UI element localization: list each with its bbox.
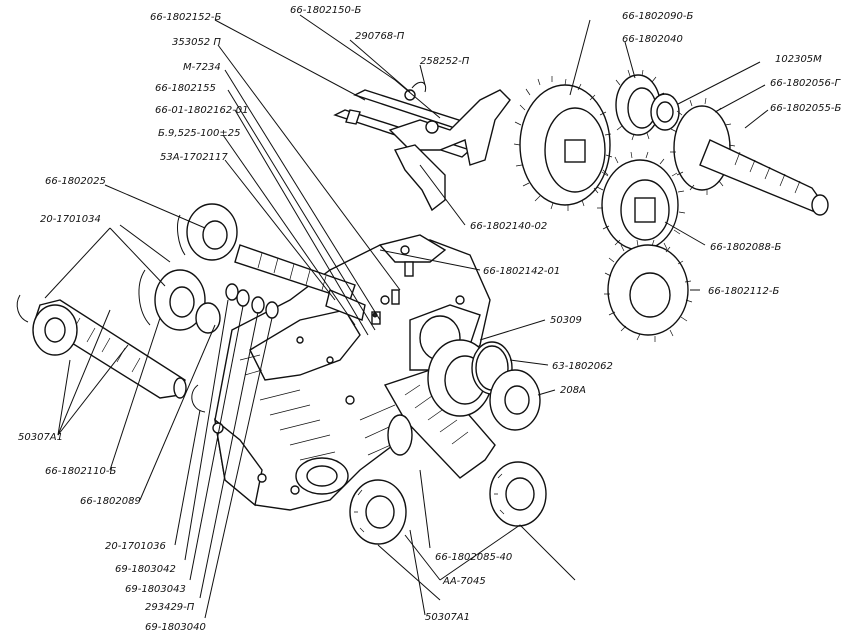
label-353052: 353052 П <box>172 37 221 48</box>
label-66-1802152: 66-1802152-Б <box>150 12 221 23</box>
bearing-208a <box>489 369 541 431</box>
label-50307a1-bottom: 50307А1 <box>425 612 470 623</box>
label-102305m: 102305М <box>775 54 822 65</box>
shift-forks <box>333 81 511 212</box>
label-66-1802088: 66-1802088-Б <box>710 242 781 253</box>
bearing-102305m <box>650 93 680 131</box>
label-208a: 208А <box>560 385 586 396</box>
gear-66-1802088 <box>596 151 686 255</box>
small-parts <box>371 261 414 325</box>
gear-66-1802112 <box>604 239 693 342</box>
label-66-1802025: 66-1802025 <box>45 176 106 187</box>
label-66-1802142-01: 66-1802142-01 <box>483 266 560 277</box>
label-69-1803043: 69-1803043 <box>125 584 186 595</box>
label-20-1701034: 20-1701034 <box>40 214 101 225</box>
label-293429: 293429-П <box>145 602 195 613</box>
snap-ring-20-1701036 <box>191 384 206 413</box>
label-63-1802062: 63-1802062 <box>552 361 613 372</box>
part-labels: 66-1802152-Б 66-1802150-Б 353052 П 29076… <box>18 5 841 633</box>
label-20-1701036: 20-1701036 <box>105 541 166 552</box>
shaft-66-1802110 <box>16 294 187 399</box>
label-66-1802090: 66-1802090-Б <box>622 11 693 22</box>
label-aa-7045: АА-7045 <box>442 576 486 587</box>
label-66-1802055: 66-1802055-Б <box>770 103 841 114</box>
leader-lines <box>44 14 769 619</box>
label-66-1802040: 66-1802040 <box>622 34 683 45</box>
label-66-01-1802162-01: 66-01-1802162-01 <box>155 105 249 116</box>
label-258252: 258252-П <box>420 56 470 67</box>
gear-66-1802090 <box>513 76 613 211</box>
seal-rings <box>225 283 279 319</box>
label-66-1802150: 66-1802150-Б <box>290 5 361 16</box>
label-290768: 290768-П <box>355 31 405 42</box>
label-ball-9-525: Б.9,525-100±25 <box>158 128 240 139</box>
label-50309: 50309 <box>550 315 582 326</box>
label-69-1803040: 69-1803040 <box>145 622 206 633</box>
bearing-50307a1-lower <box>349 479 407 545</box>
bearing-66-1802025 <box>177 203 238 261</box>
label-66-1802112: 66-1802112-Б <box>708 286 779 297</box>
label-53a-1702117: 53А-1702117 <box>160 152 228 163</box>
label-66-1802085-40: 66-1802085-40 <box>435 552 512 563</box>
gear-66-1802040 <box>615 69 667 141</box>
label-66-1802110: 66-1802110-Б <box>45 466 116 477</box>
bearing-20-1701034-upper <box>138 269 221 334</box>
bearing-aa-7045 <box>489 461 547 527</box>
label-m-7234: М-7234 <box>183 62 221 73</box>
label-69-1803042: 69-1803042 <box>115 564 176 575</box>
label-66-1802155: 66-1802155 <box>155 83 216 94</box>
label-50307a1-left: 50307А1 <box>18 432 63 443</box>
label-66-1802140-02: 66-1802140-02 <box>470 221 547 232</box>
shaft-66-1802055 <box>699 139 829 216</box>
label-66-1802089: 66-1802089 <box>80 496 141 507</box>
label-66-1802056: 66-1802056-Г <box>770 78 841 89</box>
